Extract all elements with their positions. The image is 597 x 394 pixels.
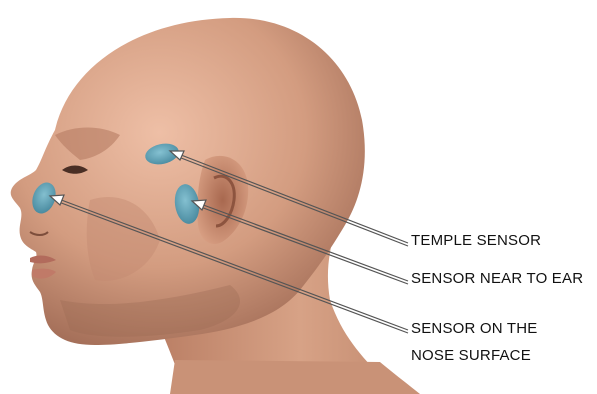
- ear-sensor-label: SENSOR NEAR TO EAR: [411, 270, 583, 287]
- temple-sensor-label: TEMPLE SENSOR: [411, 232, 541, 249]
- shoulder-shape: [170, 360, 420, 394]
- nose-sensor-label-line1: SENSOR ON THE: [411, 320, 538, 337]
- nose-sensor-label-line2: NOSE SURFACE: [411, 347, 531, 364]
